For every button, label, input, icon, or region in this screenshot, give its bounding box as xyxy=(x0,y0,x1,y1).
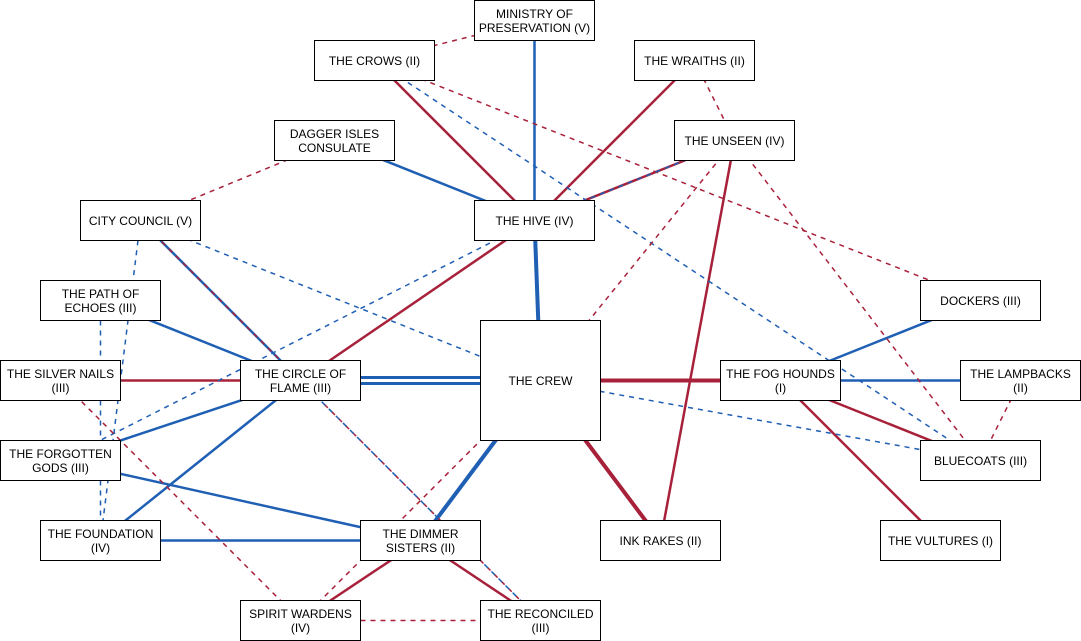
node-crew[interactable]: THE CREW xyxy=(480,320,601,441)
node-foundation[interactable]: THE FOUNDATION (IV) xyxy=(40,520,161,561)
node-wardens[interactable]: SPIRIT WARDENS (IV) xyxy=(240,600,361,641)
node-flame[interactable]: THE CIRCLE OF FLAME (III) xyxy=(240,360,361,401)
node-reconciled[interactable]: THE RECONCILED (III) xyxy=(480,600,601,641)
edge-inkrakes-unseen xyxy=(659,140,736,541)
node-crows[interactable]: THE CROWS (II) xyxy=(314,40,435,81)
edge-crows-dockers xyxy=(374,59,981,302)
edge-hive-gods xyxy=(60,219,535,462)
node-dimmer[interactable]: THE DIMMER SISTERS (II) xyxy=(360,520,481,561)
node-council[interactable]: CITY COUNCIL (V) xyxy=(80,200,201,241)
node-echoes[interactable]: THE PATH OF ECHOES (III) xyxy=(40,280,161,321)
edge-unseen-bluecoats xyxy=(733,140,982,461)
node-lampbacks[interactable]: THE LAMPBACKS (II) xyxy=(960,360,1081,401)
edge-hive-wraiths xyxy=(533,59,696,222)
edge-crows-bluecoats xyxy=(374,59,981,462)
edge-nails-wardens xyxy=(59,379,302,622)
node-unseen[interactable]: THE UNSEEN (IV) xyxy=(674,120,795,161)
edge-crew-bluecoats xyxy=(540,379,981,462)
edge-ministry-crows xyxy=(374,19,535,62)
edge-hive-crows xyxy=(373,59,536,222)
edge-flame-foundation xyxy=(99,379,302,542)
edge-unseen-crew xyxy=(539,140,736,381)
node-hive[interactable]: THE HIVE (IV) xyxy=(474,200,595,241)
node-ministry[interactable]: MINISTRY OF PRESERVATION (V) xyxy=(474,0,595,41)
edge-flame-reconciled xyxy=(299,379,542,622)
edge-hounds-vultures xyxy=(779,379,942,542)
edge-crew-wardens xyxy=(299,379,542,622)
node-nails[interactable]: THE SILVER NAILS (III) xyxy=(0,360,121,401)
node-bluecoats[interactable]: BLUECOATS (III) xyxy=(920,440,1041,481)
node-dockers[interactable]: DOCKERS (III) xyxy=(920,280,1041,321)
edge-hive-flame xyxy=(299,219,536,382)
node-inkrakes[interactable]: INK RAKES (II) xyxy=(600,520,721,561)
node-vultures[interactable]: THE VULTURES (I) xyxy=(880,520,1001,561)
node-dagger[interactable]: DAGGER ISLES CONSULATE xyxy=(274,120,395,161)
node-wraiths[interactable]: THE WRAITHS (II) xyxy=(634,40,755,81)
node-gods[interactable]: THE FORGOTTEN GODS (III) xyxy=(0,440,121,481)
node-hounds[interactable]: THE FOG HOUNDS (I) xyxy=(720,360,841,401)
edge-council-crew xyxy=(140,219,541,382)
